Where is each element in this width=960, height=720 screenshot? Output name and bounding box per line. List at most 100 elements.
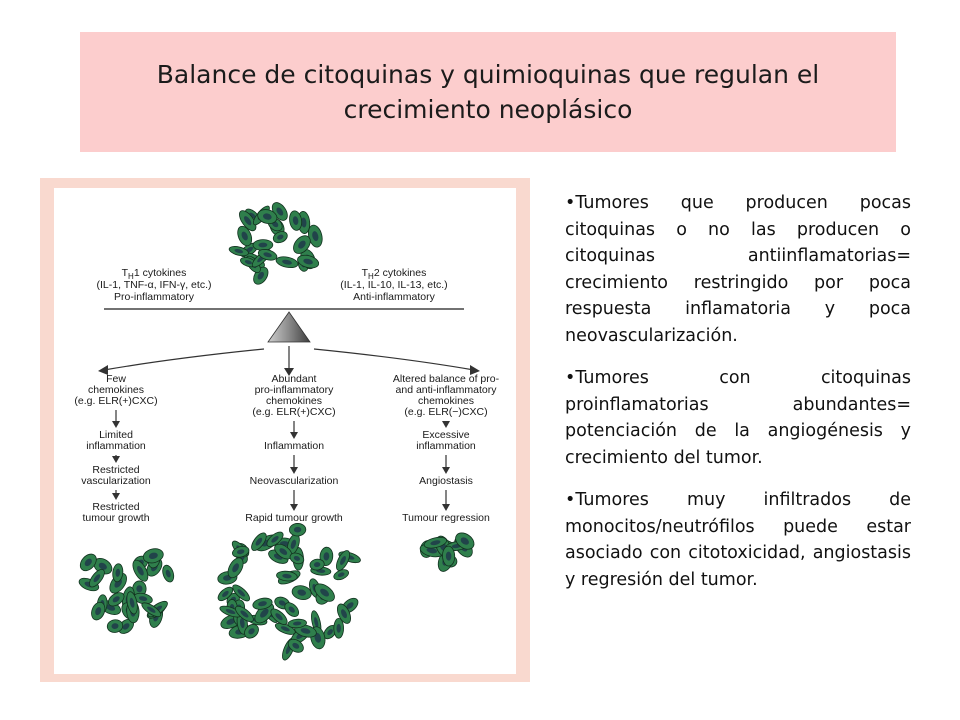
column-head-text: and anti-inflammatory [396, 384, 498, 396]
branch-arrowheads [98, 365, 480, 376]
flow-arrow-head [112, 421, 120, 428]
tumour-cell [252, 239, 274, 251]
column-head-text: chemokines [266, 395, 322, 407]
tumour-cell [309, 558, 325, 571]
tumour-cell [235, 605, 254, 623]
flow-arrow-head [442, 467, 450, 474]
tumour-cell [227, 557, 244, 579]
tumour-cluster-center [217, 523, 361, 661]
tumour-cell [244, 624, 259, 639]
tumour-cell [228, 246, 249, 257]
column-step-text: Restricted [92, 464, 139, 476]
tumour-cell [275, 256, 299, 269]
flow-arrow-head [112, 493, 120, 500]
tumour-cell [162, 564, 175, 583]
column-step-text: Restricted [92, 501, 139, 513]
flow-arrow-head [112, 456, 120, 463]
tumour-cell [333, 569, 349, 581]
th1-type: Pro-inflammatory [114, 291, 195, 303]
column-head-text: Few [106, 373, 126, 385]
tumour-cell [336, 550, 350, 571]
column-head-text: Abundant [272, 373, 317, 385]
tumour-cell [287, 618, 307, 629]
tumour-cell [287, 533, 300, 555]
column-step-text: inflammation [416, 440, 476, 452]
tumour-cell [112, 563, 124, 583]
flow-arrow-head [442, 421, 450, 428]
th2-type: Anti-inflammatory [353, 291, 435, 303]
tumour-cell [287, 638, 304, 653]
tumour-cell [257, 249, 278, 261]
flow-arrow-head [442, 504, 450, 511]
column-step-text: inflammation [86, 440, 146, 452]
tumour-cell [442, 545, 456, 567]
th1-label: TH1 cytokines [122, 267, 187, 281]
tumour-cell [257, 209, 278, 225]
tumour-cell [232, 546, 250, 558]
column-head-text: chemokines [418, 395, 474, 407]
column-head-text: pro-inflammatory [255, 384, 335, 396]
flow-arrow-head [290, 504, 298, 511]
bullet-item: •Tumores muy infiltrados de monocitos/ne… [565, 490, 911, 590]
balance-fulcrum [267, 311, 311, 343]
pathway-column-3: Altered balance of pro-and anti-inflamma… [393, 373, 500, 524]
tumour-cluster-left [78, 548, 175, 634]
column-step-text: vascularization [81, 475, 151, 487]
th2-list: (IL-1, IL-10, IL-13, etc.) [340, 279, 447, 291]
tumour-cell [291, 585, 312, 600]
tumour-cell [132, 559, 149, 582]
cytokine-balance-diagram: TH1 cytokines (IL-1, TNF-α, IFN-γ, etc.)… [74, 202, 500, 661]
tumour-cell [237, 225, 253, 247]
column-head-text: (e.g. ELR(+)CXC) [74, 395, 157, 407]
column-step-text: Neovascularization [250, 475, 339, 487]
tumour-cell [89, 569, 105, 588]
diagram-frame: TH1 cytokines (IL-1, TNF-α, IFN-γ, etc.)… [40, 178, 530, 682]
tumour-cell [293, 235, 311, 254]
column-step-text: Angiostasis [419, 475, 473, 487]
tumour-cell [107, 592, 125, 607]
tumour-cell [314, 583, 335, 602]
flow-arrow-head [290, 432, 298, 439]
tumour-cell [254, 603, 275, 624]
branch-arrows [103, 346, 475, 371]
column-step-text: Excessive [422, 429, 469, 441]
tumour-cell [106, 619, 124, 633]
bullet-item: •Tumores con citoquinas proinflamatorias… [565, 368, 911, 468]
tumour-cell [270, 608, 288, 625]
tumour-cell [289, 552, 305, 565]
column-step-text: Rapid tumour growth [245, 512, 343, 524]
tumour-cell [79, 553, 97, 572]
column-head-text: (e.g. ELR(−)CXC) [404, 406, 487, 418]
column-step-text: tumour growth [82, 512, 149, 524]
column-head-text: chemokines [88, 384, 144, 396]
tumour-cell [91, 601, 106, 621]
tumour-cell [126, 591, 138, 615]
bullet-item: •Tumores que producen pocas citoquinas o… [565, 193, 911, 346]
th1-list: (IL-1, TNF-α, IFN-γ, etc.) [97, 279, 212, 291]
tumour-cell [423, 536, 448, 549]
pathway-column-2: Abundantpro-inflammatorychemokines(e.g. … [245, 373, 343, 524]
tumour-cell [141, 602, 162, 617]
column-step-text: Limited [99, 429, 133, 441]
tumour-cluster-right [419, 532, 475, 572]
tumour-cell [232, 584, 251, 602]
tumour-cell [289, 210, 303, 231]
slide-title: Balance de citoquinas y quimioquinas que… [156, 60, 820, 124]
tumour-cell [333, 618, 344, 639]
tumour-cell [272, 231, 288, 244]
tumour-cell [284, 602, 300, 617]
tumour-cell [266, 531, 284, 547]
tumour-cell [251, 532, 267, 551]
tumour-cell [276, 570, 298, 582]
flow-arrow-head [290, 467, 298, 474]
tumour-cell [217, 586, 234, 602]
bullet-list: •Tumores que producen pocas citoquinas o… [565, 190, 911, 609]
tumour-cell [455, 532, 475, 550]
tumour-cell [294, 624, 317, 638]
column-step-text: Tumour regression [402, 512, 490, 524]
tumour-cell [336, 603, 352, 624]
title-banner: Balance de citoquinas y quimioquinas que… [80, 32, 896, 152]
diagram-panel: TH1 cytokines (IL-1, TNF-α, IFN-γ, etc.)… [54, 188, 516, 674]
tumour-cell [132, 580, 147, 598]
